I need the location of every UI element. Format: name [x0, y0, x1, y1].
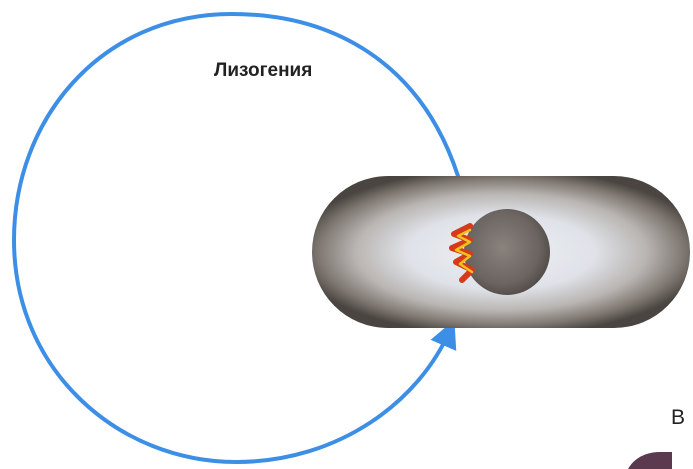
cropped-label: В — [671, 406, 685, 430]
partial-cell-fragment — [628, 452, 672, 469]
lysogeny-label: Лизогения — [214, 60, 312, 82]
bacterial-nucleoid — [464, 209, 550, 295]
